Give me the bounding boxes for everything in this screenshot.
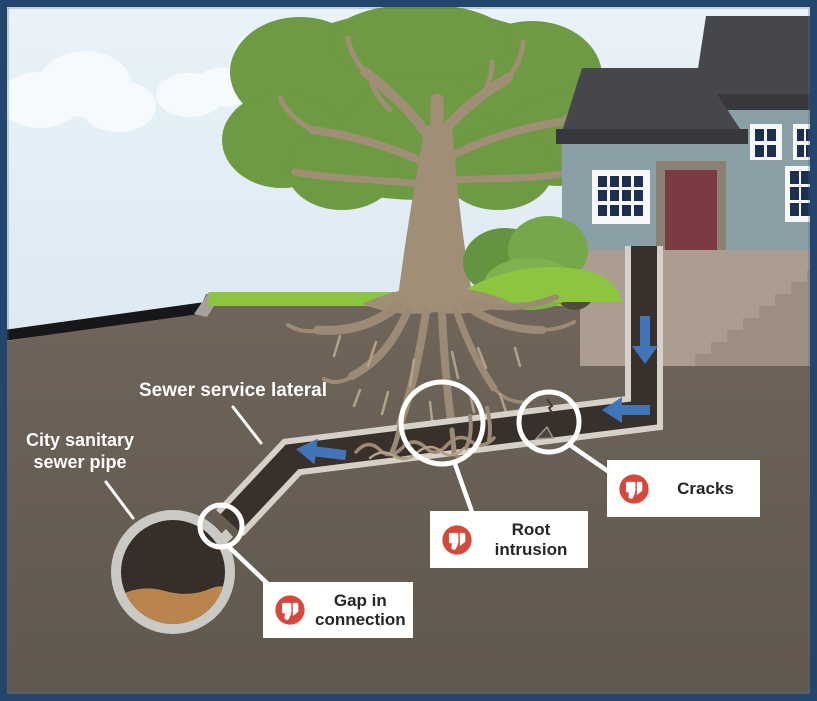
front-roof (562, 68, 742, 132)
leader-line-lateral-label (231, 405, 263, 445)
flow-arrows (296, 316, 658, 465)
crack-marks (534, 398, 555, 440)
border-frame-inner (7, 7, 810, 694)
grass-mound (452, 267, 622, 302)
root-intrusion-roots (354, 406, 496, 461)
callout-label: Gap in connection (315, 590, 406, 629)
city-sewer-main (111, 510, 235, 634)
front-window (592, 170, 650, 224)
callout-label: Root intrusion (494, 520, 568, 559)
thumbs-down-icon (275, 595, 305, 625)
front-roof-eave (556, 129, 748, 144)
flow-arrow-left-lateral (296, 438, 347, 465)
leader-line-cracks-callout (567, 442, 615, 477)
rear-roof (694, 16, 817, 95)
highlight-circle-root-intrusion (398, 379, 486, 467)
street (0, 302, 203, 342)
thumbs-down-icon (619, 473, 649, 504)
flow-arrow-left-elbow (602, 397, 650, 423)
rear-upper-window (750, 124, 782, 160)
callout-gap-in-connection: Gap in connection (263, 582, 413, 638)
basement-stairs (695, 270, 817, 366)
highlight-circle-cracks (516, 389, 582, 455)
front-door (665, 170, 717, 253)
callout-label: Cracks (677, 478, 734, 498)
thumbs-down-icon (442, 524, 472, 555)
callout-cracks: Cracks (607, 460, 760, 517)
tree-trunk (396, 125, 476, 315)
callout-root-intrusion: Root intrusion (430, 511, 588, 568)
label-city-sanitary-sewer-pipe: City sanitary sewer pipe (25, 430, 135, 472)
foundation (580, 250, 817, 366)
leader-lines (104, 405, 615, 588)
label-sewer-service-lateral: Sewer service lateral (138, 380, 328, 401)
leader-line-root-callout (452, 461, 475, 515)
cloud (80, 80, 156, 132)
highlight-circle-gap (197, 502, 245, 550)
highlight-circles (197, 379, 582, 550)
leader-line-gap-callout (225, 543, 272, 588)
flow-arrow-down (632, 316, 658, 364)
leader-line-city-label (104, 480, 135, 520)
